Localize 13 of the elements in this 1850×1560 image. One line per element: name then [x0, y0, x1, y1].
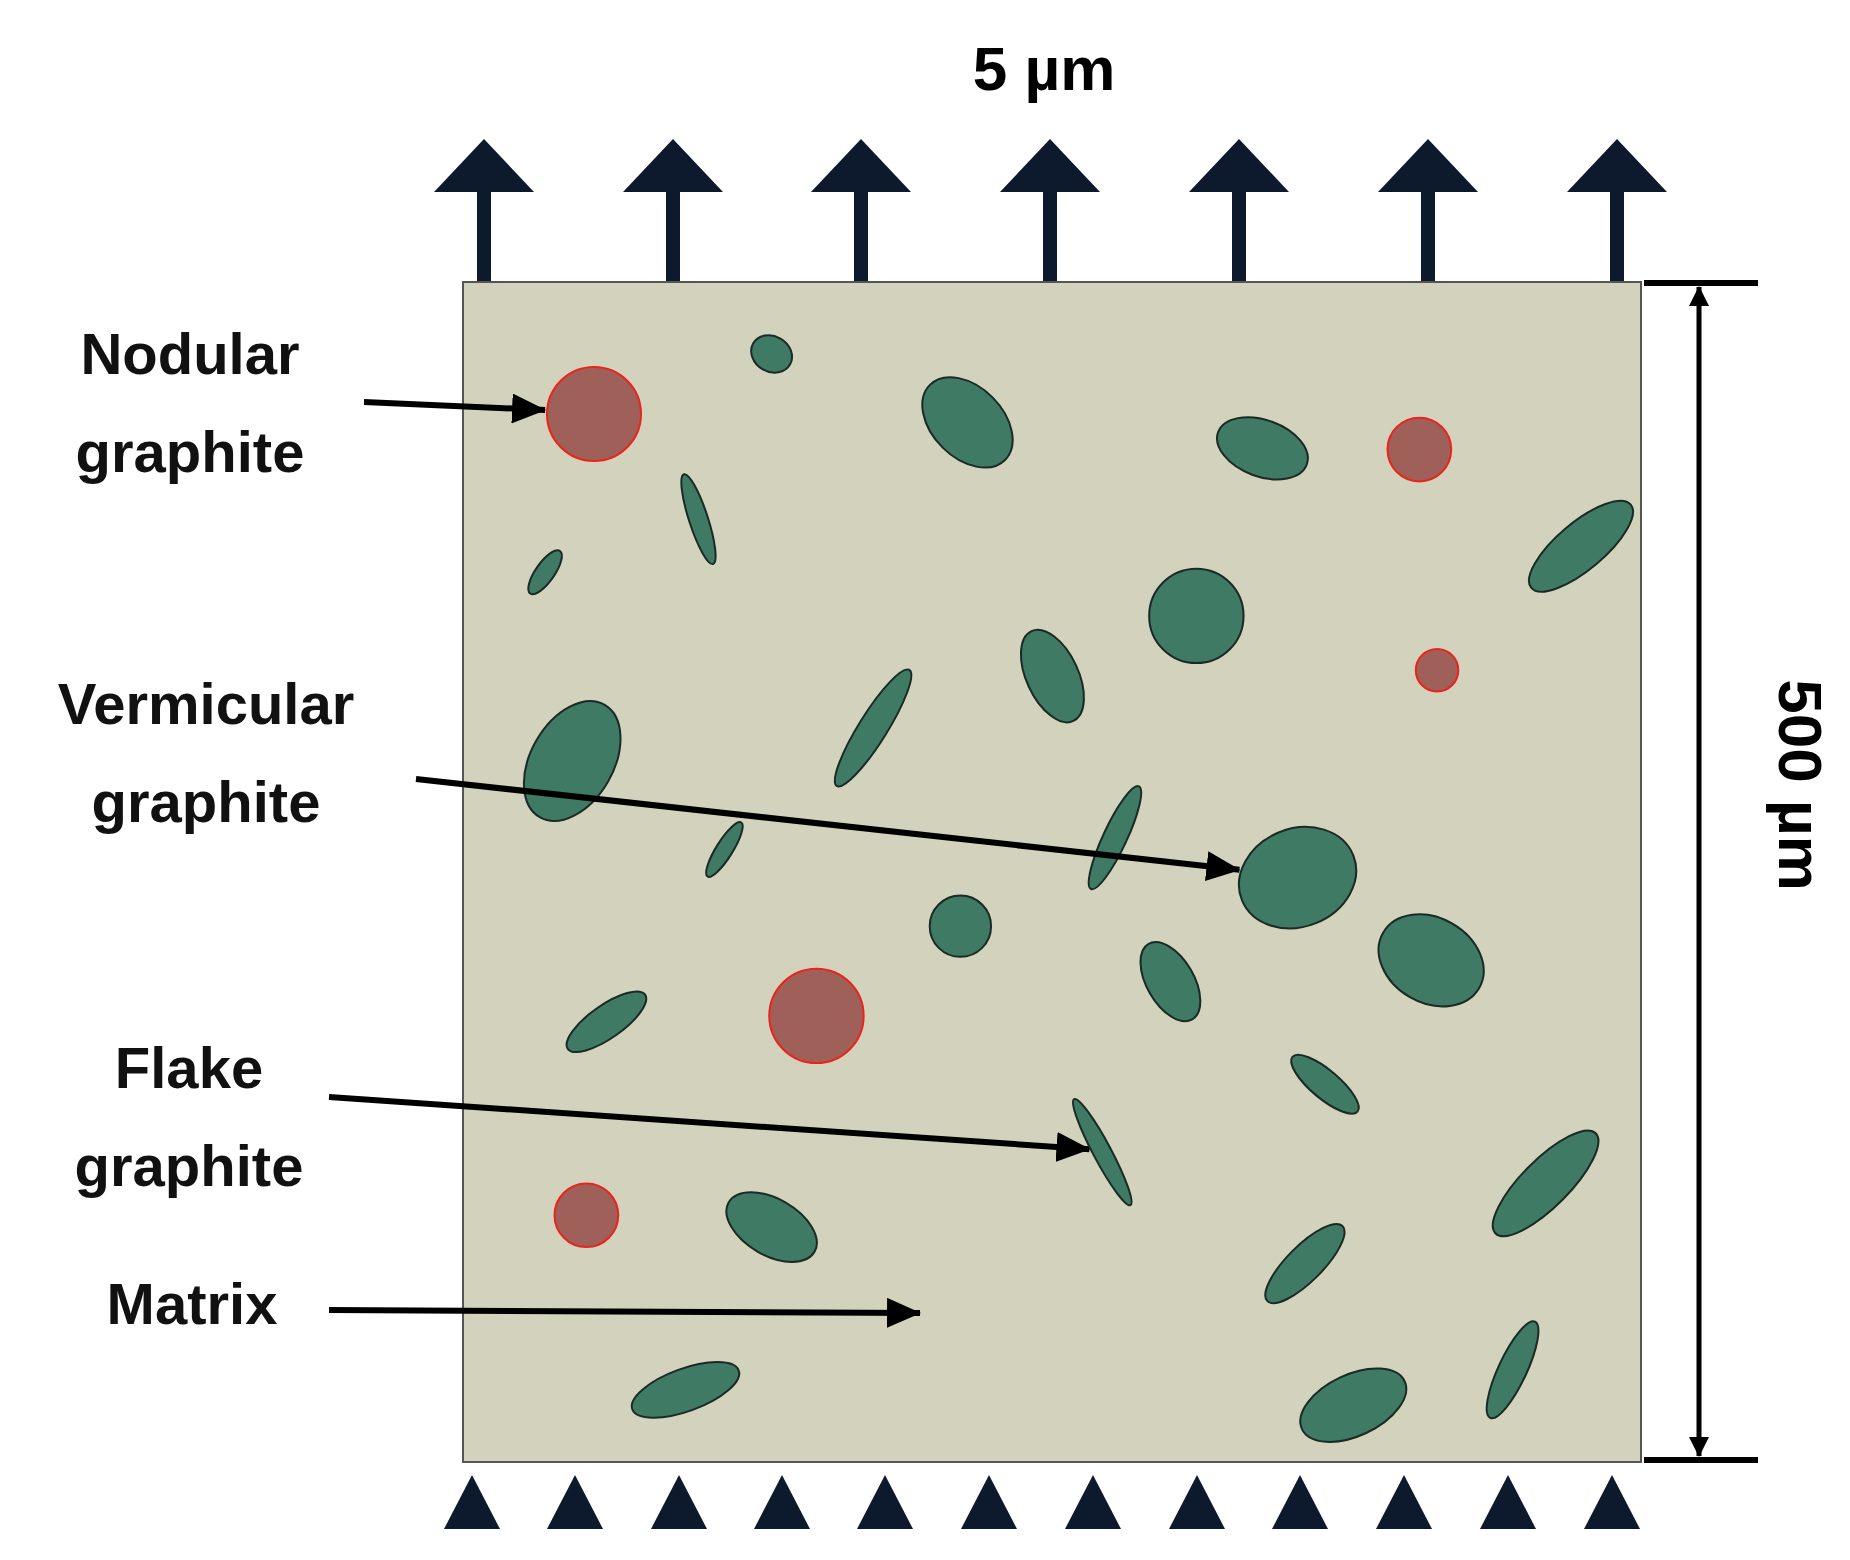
leader-arrow: [328, 1094, 1091, 1162]
part-label: Nodular graphite: [20, 305, 360, 501]
leader-arrow: [415, 776, 1241, 882]
graphite-particle: [1070, 1096, 1134, 1208]
part-label: Vermicular graphite: [0, 655, 412, 851]
dimension-label: 500 µm: [1764, 679, 1836, 891]
nodular-particle: [545, 365, 643, 463]
part-label: Matrix: [59, 1255, 325, 1353]
leader-arrow: [363, 393, 547, 424]
dimension-label: 5 µm: [972, 32, 1116, 104]
leader-arrow: [329, 1297, 921, 1328]
graphite-particle: [1237, 825, 1359, 931]
part-label: Flake graphite: [53, 1019, 325, 1215]
